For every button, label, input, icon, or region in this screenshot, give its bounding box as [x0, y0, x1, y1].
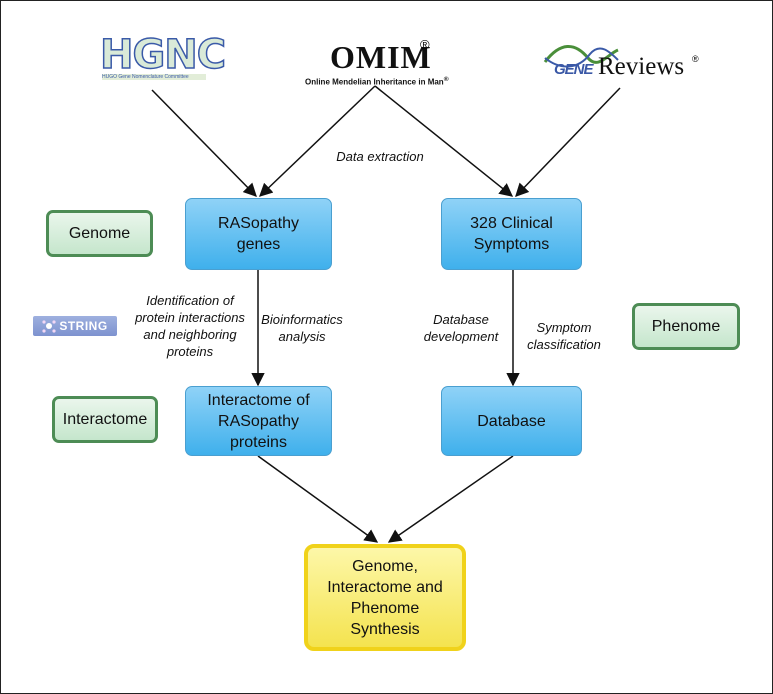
label-database-development: Database development: [423, 312, 499, 344]
node-database: Database: [441, 386, 582, 456]
hgnc-logo-text: HGNC: [99, 32, 227, 78]
category-phenome: Phenome: [632, 303, 740, 350]
label-data-extraction: Data extraction: [336, 149, 424, 164]
node-clinical-symptoms-label: 328 Clinical Symptoms: [470, 215, 553, 253]
category-genome: Genome: [46, 210, 153, 257]
arrow-interactome-to-synthesis: [257, 455, 379, 543]
hgnc-logo-subtext: HUGO Gene Nomenclature Committee: [102, 74, 206, 80]
label-bioinformatics: Bioinformatics analysis: [261, 312, 343, 344]
string-logo: STRING: [33, 316, 117, 336]
category-phenome-label: Phenome: [651, 318, 721, 335]
arrow-omim-to-symptoms: [374, 85, 514, 197]
category-genome-label: Genome: [68, 225, 131, 242]
node-interactome: Interactome of RASopathy proteins: [185, 386, 332, 456]
genereviews-logo: GENE Reviews ®: [540, 40, 710, 80]
node-rasopathy-genes: RASopathy genes: [185, 198, 332, 270]
label-identification: Identification of protein interactions a…: [135, 293, 245, 359]
category-interactome: Interactome: [52, 396, 158, 443]
arrow-omim-to-genes: [259, 85, 376, 197]
arrow-genereviews-to-symptoms: [515, 87, 621, 197]
string-network-icon: [42, 320, 56, 333]
node-synthesis-label: Genome, Interactome and Phenome Synthesi…: [327, 557, 443, 638]
node-rasopathy-genes-label: RASopathy genes: [218, 215, 299, 253]
label-symptom-classification: Symptom classification: [527, 320, 601, 352]
omim-logo-subtext: Online Mendelian Inheritance in Man®: [305, 76, 449, 87]
genereviews-gene-text: GENE: [554, 61, 594, 78]
category-interactome-label: Interactome: [62, 411, 148, 428]
genereviews-registered-mark: ®: [692, 54, 699, 64]
node-synthesis: Genome, Interactome and Phenome Synthesi…: [304, 544, 466, 651]
string-logo-text: STRING: [59, 319, 108, 333]
genereviews-wave-icon: [543, 45, 619, 68]
hgnc-logo: HGNC HUGO Gene Nomenclature Committee: [99, 33, 227, 84]
genereviews-logo-text: Reviews: [598, 53, 685, 80]
omim-logo-text: OMIM: [330, 39, 432, 75]
omim-registered-mark: ®: [420, 37, 430, 52]
node-database-label: Database: [477, 412, 546, 430]
node-interactome-label: Interactome of RASopathy proteins: [207, 391, 310, 451]
arrow-database-to-synthesis: [387, 455, 514, 543]
node-clinical-symptoms: 328 Clinical Symptoms: [441, 198, 582, 270]
arrow-hgnc-to-genes: [151, 89, 257, 197]
